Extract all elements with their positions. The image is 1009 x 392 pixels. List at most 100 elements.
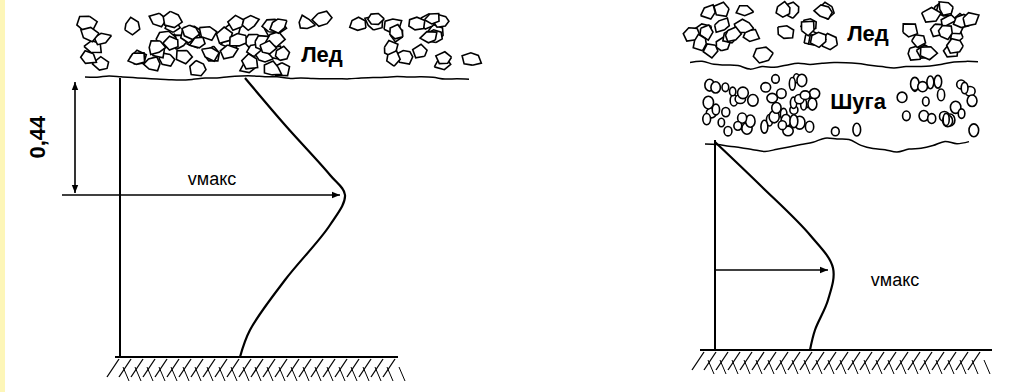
ice-chunk	[810, 32, 825, 47]
ice-chunk	[420, 32, 437, 43]
ice-chunk	[736, 6, 753, 16]
slush-grain	[748, 94, 758, 106]
slush-grain	[934, 75, 941, 88]
ice-chunk	[753, 47, 773, 63]
slush-grain	[853, 123, 861, 136]
slush-grain	[897, 92, 907, 102]
slush-grain	[722, 107, 730, 116]
ice-chunk	[270, 19, 287, 33]
depth-axis	[119, 78, 121, 357]
slush-grain	[961, 82, 968, 93]
ice-chunk	[128, 53, 145, 65]
ice-chunk	[413, 44, 427, 58]
slush-grain	[809, 89, 819, 99]
ice-chunk	[462, 53, 481, 65]
ice-chunk	[922, 8, 941, 23]
ice-chunk	[275, 46, 289, 60]
slush-grain	[969, 124, 979, 137]
river-bed	[700, 349, 992, 351]
ice-chunk	[163, 36, 178, 50]
dimension-line	[74, 82, 76, 193]
slush-grain	[831, 127, 839, 136]
ice-chunk	[264, 61, 281, 75]
ice-chunks	[683, 1, 979, 62]
ice-chunk	[939, 26, 953, 40]
slush-grain	[797, 74, 807, 86]
slush-grain	[808, 98, 817, 110]
slush-grain	[761, 83, 771, 92]
velocity-profile	[240, 78, 345, 357]
bed-hatching	[692, 352, 990, 374]
ice-chunk	[199, 27, 217, 41]
ice-chunk	[387, 51, 400, 66]
ice-chunk	[963, 13, 979, 27]
ice-chunk	[299, 15, 315, 28]
ice-chunk	[726, 27, 742, 42]
ice-chunk	[81, 27, 99, 41]
slush-grain	[790, 115, 798, 128]
slush-grains	[703, 74, 979, 137]
ice-chunk	[230, 33, 246, 45]
ice-label: Лед	[845, 22, 891, 46]
ice-chunk	[409, 17, 425, 30]
slush-grain	[718, 118, 724, 127]
slush-grain	[967, 95, 977, 107]
slush-grain	[943, 113, 949, 125]
ice-chunk	[903, 24, 918, 37]
slush-underside	[705, 138, 969, 152]
ice-chunk	[776, 1, 790, 17]
ice-chunk	[260, 41, 277, 54]
ice-chunk	[390, 25, 403, 39]
max-velocity-arrow	[715, 269, 828, 271]
slush-grain	[778, 121, 786, 130]
slush-grain	[734, 122, 742, 131]
slush-grain	[767, 93, 778, 102]
ice-chunk	[802, 21, 814, 36]
ice-chunk	[163, 11, 182, 27]
ice-chunk	[714, 2, 729, 16]
ice-chunk	[190, 61, 206, 76]
max-velocity-arrow	[62, 194, 340, 196]
ice-chunks	[77, 11, 481, 75]
ice-chunk	[947, 39, 963, 54]
dimension-value: 0,44	[26, 114, 50, 161]
edge-strip	[0, 0, 5, 392]
ice-chunk	[693, 34, 706, 50]
max-velocity-label: vмакс	[869, 271, 921, 291]
slush-label: Шуга	[828, 90, 888, 114]
ice-chunk	[176, 50, 192, 63]
ice-chunk	[912, 35, 926, 48]
slush-grain	[789, 78, 795, 91]
velocity-profile	[715, 142, 834, 350]
ice-chunk	[350, 17, 366, 30]
slush-grain	[761, 120, 768, 133]
ice-chunk	[242, 16, 259, 31]
ice-underside	[690, 61, 978, 69]
ice-chunk	[920, 47, 937, 60]
slush-grain	[738, 87, 749, 98]
slush-grain	[772, 102, 781, 113]
slush-grain	[918, 82, 928, 92]
slush-grain	[772, 75, 780, 83]
ice-chunk	[182, 25, 200, 39]
ice-chunk	[368, 13, 384, 24]
slush-grain	[730, 87, 736, 96]
ice-label: Лед	[299, 43, 345, 67]
slush-grain	[724, 126, 732, 135]
slush-grain	[903, 111, 911, 121]
slush-grain	[923, 97, 930, 106]
slush-grain	[928, 114, 936, 124]
bed-hatching	[107, 359, 405, 381]
river-bed	[115, 356, 398, 358]
depth-axis	[714, 140, 716, 350]
ice-chunk	[144, 57, 160, 71]
ice-chunk	[778, 26, 794, 39]
slush-grain	[958, 109, 965, 118]
ice-chunk	[242, 54, 258, 69]
ice-chunk	[814, 5, 832, 19]
ice-chunk	[202, 48, 220, 61]
slush-grain	[711, 82, 720, 93]
slush-grain	[937, 89, 944, 101]
